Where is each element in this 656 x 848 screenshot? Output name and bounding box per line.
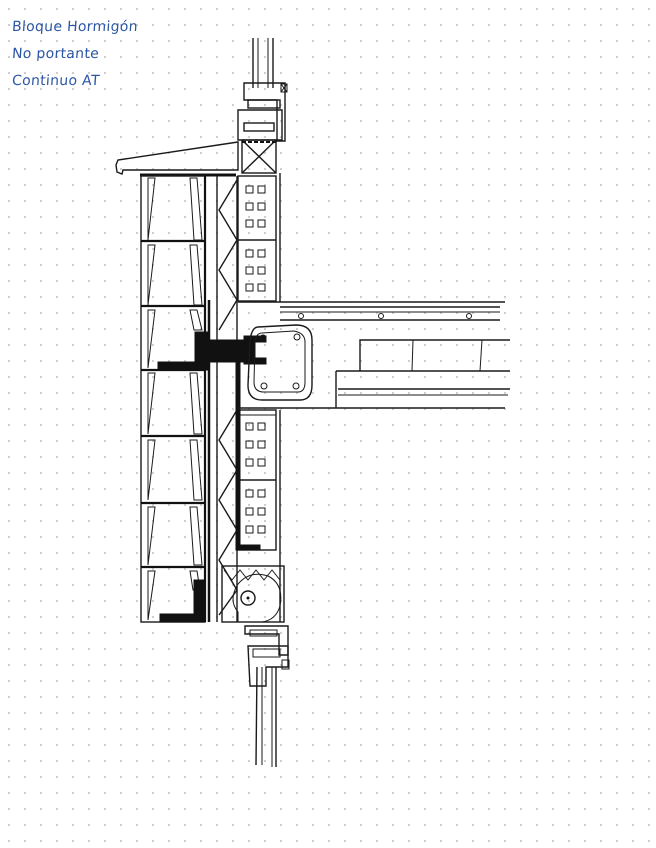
roller-shutter-box xyxy=(221,565,285,623)
concrete-block-cladding xyxy=(140,175,207,623)
window-sill xyxy=(115,141,239,177)
insulation-layer xyxy=(216,176,238,622)
lintel-block xyxy=(241,139,277,174)
window-frame-top xyxy=(237,38,288,142)
window-frame-bottom xyxy=(244,625,290,767)
hollow-brick-inner-leaf xyxy=(237,173,281,622)
concrete-beam-and-slab xyxy=(238,301,510,409)
